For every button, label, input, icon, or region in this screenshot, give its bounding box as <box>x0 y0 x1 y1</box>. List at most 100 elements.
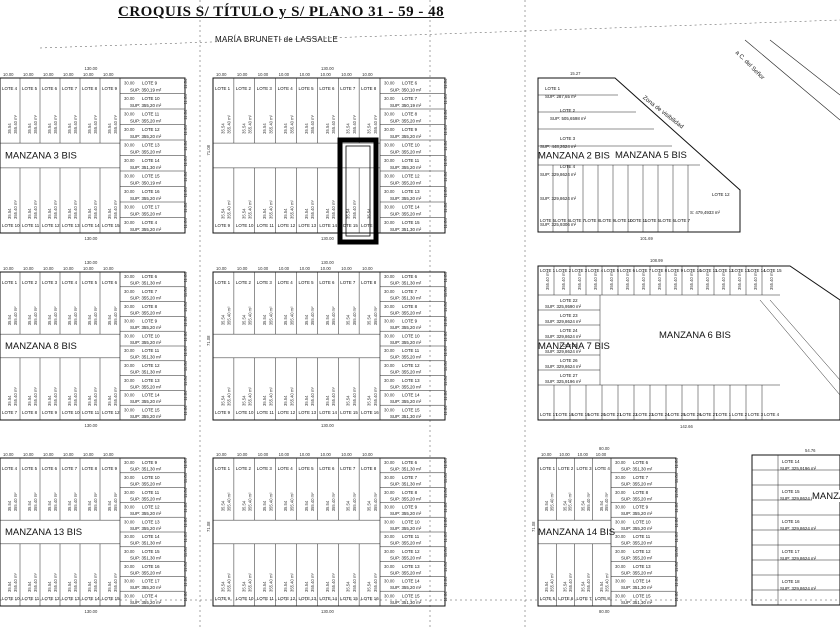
lot-sup: SUP: 355,20 m² <box>390 370 422 375</box>
lot-frontage: 10.00 <box>3 72 14 77</box>
lot-sup: SUP: 355,20 m² <box>130 399 162 404</box>
lot-label: LOTE 12 <box>102 410 120 415</box>
lot-depth: 30.00 <box>384 393 395 398</box>
lot-sup: SUP: 350,10 m² <box>390 87 422 92</box>
lot-label: LOTE 21 <box>604 412 622 417</box>
lot-label: LOTE 16 <box>142 564 160 569</box>
lot-depth: 35.54 <box>262 500 267 511</box>
lot-frontage: 11.84 <box>183 140 188 151</box>
lot-label: LOTE 7 <box>62 86 78 91</box>
lot-label: LOTE 9 <box>215 410 231 415</box>
lot-label: LOTE 15 <box>142 549 160 554</box>
lot-sup: SUP: 355,20 m² <box>390 340 422 345</box>
lot-depth: 35.54 <box>241 500 246 511</box>
lot-sup: 355.40 m² <box>248 306 253 325</box>
lot-sup: 355.40 m² <box>73 387 78 406</box>
lot-frontage: 11.84 <box>183 576 188 587</box>
lot-label: LOTE 9 <box>215 223 231 228</box>
lot-sup: 355.40 m² <box>586 492 591 511</box>
lot-label: LOTE 2 <box>732 412 748 417</box>
lot-label: LOTE 8 <box>361 86 377 91</box>
lot-sup: 355.40 m² <box>53 114 58 133</box>
lot-label: LOTE 7 <box>636 268 652 273</box>
lot-label: LOTE 10 <box>684 268 702 273</box>
lot-label: LOTE 4 <box>560 164 576 169</box>
lot-label: LOTE 8 <box>361 280 377 285</box>
lot-depth: 35.54 <box>220 395 225 406</box>
lot-label: LOTE 14 <box>142 393 160 398</box>
lot-depth: 30.00 <box>384 127 395 132</box>
lot-depth: 30.00 <box>124 378 135 383</box>
lot-frontage: 11.84 <box>183 202 188 213</box>
lot-sup: 355.40 m² <box>33 200 38 219</box>
lot-sup: 355.40 m² <box>289 200 294 219</box>
lot-label: LOTE 11 <box>402 348 420 353</box>
lot-label: LOTE 7 <box>402 475 418 480</box>
lot-sup: SUP: 329,8624 m² <box>540 196 577 201</box>
lot-label: LOTE 15 <box>142 174 160 179</box>
lot-sup: SUP: 355,20 m² <box>390 384 422 389</box>
lot-depth: 35.54 <box>87 581 92 592</box>
lot-depth: 35.54 <box>47 208 52 219</box>
lot-sup: 355.40 m² <box>331 573 336 592</box>
lot-sup: SUP: 355,20 m² <box>390 165 422 170</box>
lot-frontage: 11.84 <box>674 532 679 543</box>
lot-label: LOTE 6 <box>620 268 636 273</box>
lot-label: LOTE 9 <box>142 460 158 465</box>
block-name: MANZANA 14 BIS <box>538 527 615 538</box>
lot-sup: 355.40 m² <box>352 492 357 511</box>
lot-sup: 355.40 m² <box>33 306 38 325</box>
lot-sup: SUP: 351,30 m² <box>390 414 422 419</box>
block-top-dimension: 80.00 <box>599 446 610 451</box>
lot-label: LOTE 7 <box>402 289 418 294</box>
lot-label: LOTE 11 <box>22 596 40 601</box>
lot-label: LOTE 15 <box>102 223 120 228</box>
lot-sup: 355.40 m² <box>73 306 78 325</box>
lot-frontage: 10.00 <box>216 72 227 77</box>
lot-sup: SUP: 355,20 m² <box>621 526 653 531</box>
lot-label: LOTE 10 <box>142 96 160 101</box>
lot-label: LOTE 8 <box>402 304 418 309</box>
lot-label: LOTE 13 <box>299 410 317 415</box>
lot-depth: 35.54 <box>67 581 72 592</box>
lot-sup: 355.40 m² <box>93 492 98 511</box>
lot-sup: 355.40 m² <box>268 306 273 325</box>
block-name-halo <box>536 524 622 535</box>
lot-sup: SUP: 351,30 m² <box>621 600 653 605</box>
block-name: MANZANA 6 BIS <box>659 330 731 341</box>
lot-frontage: 10.00 <box>362 266 373 271</box>
lot-sup: SUP: 351,30 m² <box>390 296 422 301</box>
lot-sup: 355.40 m² <box>289 492 294 511</box>
lot-sup: SUP: 355,20 m² <box>621 496 653 501</box>
lot-label: LOTE 7 <box>577 596 593 601</box>
block-bottom-dimension: 130.00 <box>321 423 334 428</box>
lot-label: LOTE 8 <box>82 86 98 91</box>
lot-depth: 35.54 <box>220 123 225 134</box>
lot-sup: SUP: 325,9590 m² <box>545 304 582 309</box>
lot-label: LOTE 11 <box>630 218 648 223</box>
lot-sup: SUP: 351,30 m² <box>130 355 162 360</box>
lot-label: LOTE 12 <box>402 174 420 179</box>
lot-label: LOTE 13 <box>142 378 160 383</box>
lot-sup: 355.40 m² <box>310 306 315 325</box>
block-top-dimension: 15.27 <box>570 71 581 76</box>
lot-label: LOTE 9 <box>102 466 118 471</box>
lot-sup: SUP: 351,30 m² <box>130 556 162 561</box>
lot-label: LOTE 6 <box>558 596 574 601</box>
lot-frontage: 11.84 <box>183 94 188 105</box>
lot-label: LOTE 15 <box>782 489 800 494</box>
lot-label: LOTE 1 <box>540 268 556 273</box>
lot-depth: 35.54 <box>27 123 32 134</box>
lot-sup: 355.40 m² <box>373 492 378 511</box>
lot-sup: SUP: 355,20 m² <box>130 103 162 108</box>
block-outline <box>537 77 741 233</box>
block-side-dimension: 71.08 <box>206 521 211 532</box>
lot-depth: 35.54 <box>544 500 549 511</box>
lot-frontage: 11.84 <box>443 156 448 167</box>
lot-depth: 30.00 <box>615 579 626 584</box>
lot-label: LOTE 14 <box>319 596 337 601</box>
lot-sup: SUP: 350,19 m² <box>130 87 162 92</box>
lot-label: LOTE 16 <box>361 596 379 601</box>
lot-sup: 355.40 m² <box>352 573 357 592</box>
lot-depth: 35.54 <box>304 500 309 511</box>
